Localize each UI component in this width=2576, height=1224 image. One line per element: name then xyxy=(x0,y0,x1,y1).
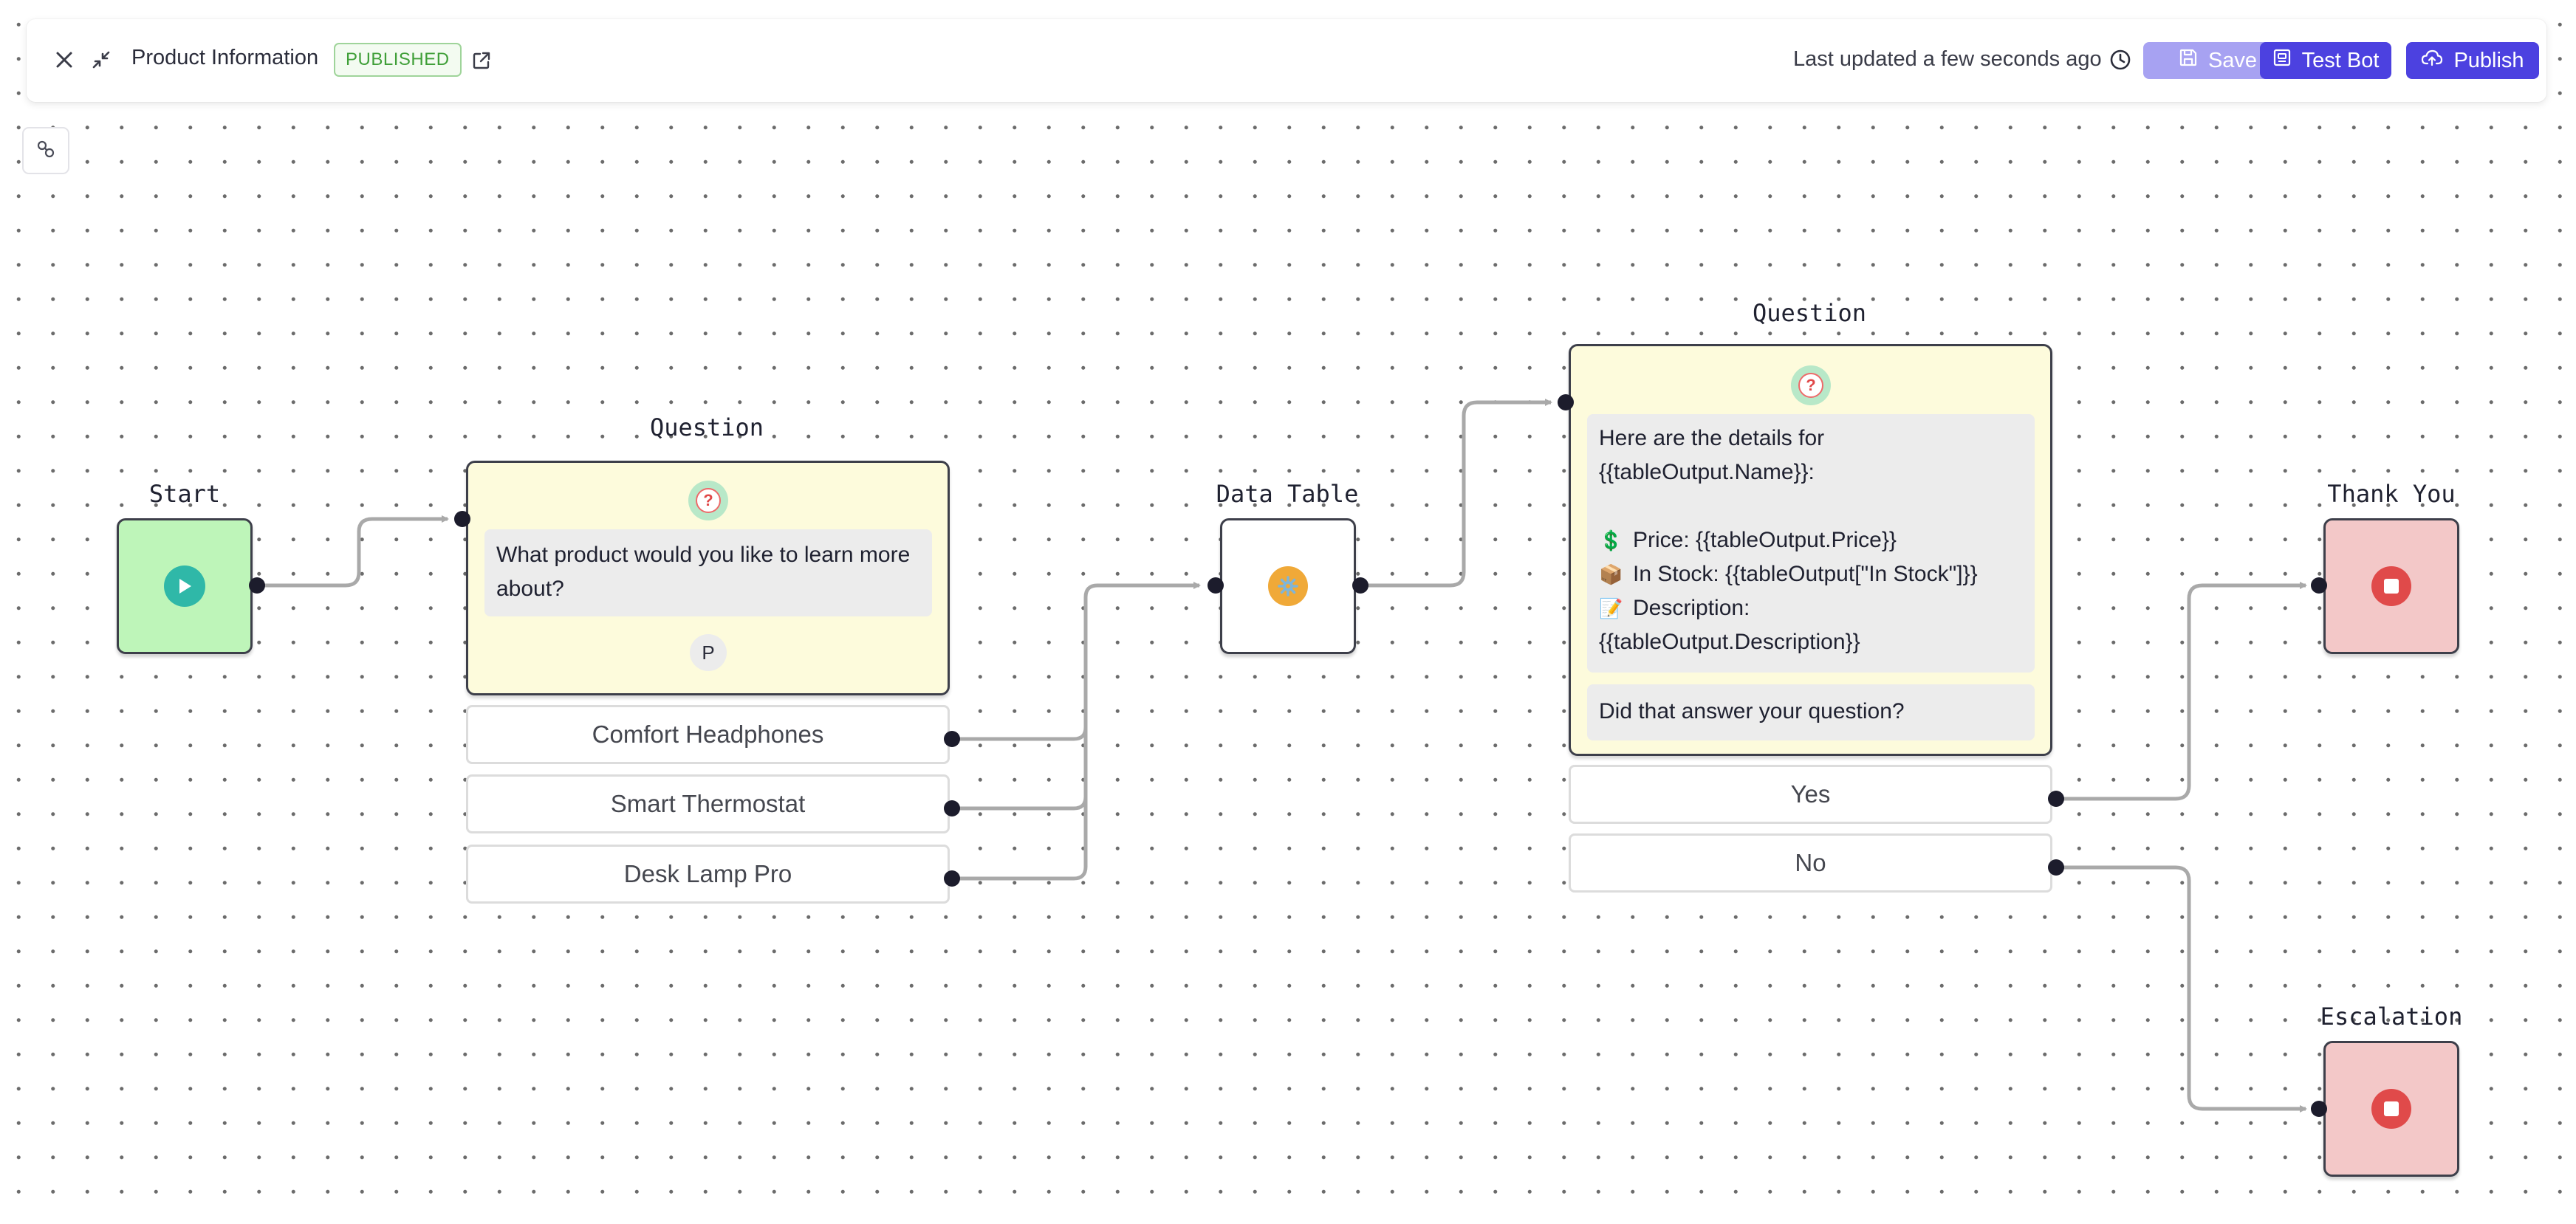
gear-icon xyxy=(1268,566,1308,606)
variable-badge: P xyxy=(690,634,727,671)
option-headphones-handle[interactable] xyxy=(944,731,960,747)
test-bot-button-label: Test Bot xyxy=(2301,48,2380,72)
escalation-node-label: Escalation xyxy=(2320,1003,2463,1031)
option-comfort-headphones[interactable]: Comfort Headphones xyxy=(466,705,950,764)
question2-prompt: Did that answer your question? xyxy=(1587,684,2035,740)
option-smart-thermostat[interactable]: Smart Thermostat xyxy=(466,774,950,833)
start-node[interactable] xyxy=(117,518,253,654)
price-line: Price: {{tableOutput.Price}} xyxy=(1633,528,1897,552)
option-no[interactable]: No xyxy=(1569,833,2052,893)
escalation-node[interactable] xyxy=(2323,1041,2459,1177)
top-bar: Product Information PUBLISHED Last updat… xyxy=(27,19,2546,102)
edge-headphones-datatable xyxy=(953,582,1201,741)
edge-yes-thankyou xyxy=(2059,582,2307,801)
flow-title: Product Information xyxy=(131,46,319,69)
question-icon: ? xyxy=(688,481,728,520)
option-desk-lamp-pro[interactable]: Desk Lamp Pro xyxy=(466,845,950,904)
close-icon[interactable] xyxy=(53,49,75,71)
data-table-node-label: Data Table xyxy=(1216,480,1359,508)
question1-node[interactable]: ? What product would you like to learn m… xyxy=(466,461,950,695)
data-table-input-handle[interactable] xyxy=(1208,577,1224,594)
thank-you-input-handle[interactable] xyxy=(2311,577,2327,594)
question1-input-handle[interactable] xyxy=(454,511,470,527)
stop-icon xyxy=(2371,1089,2411,1129)
data-table-node[interactable] xyxy=(1220,518,1356,654)
stop-icon xyxy=(2371,566,2411,606)
cloud-upload-icon xyxy=(2421,48,2443,73)
edge-thermostat-datatable xyxy=(953,597,1088,811)
description-label: Description: xyxy=(1633,596,1750,620)
question2-details: Here are the details for {{tableOutput.N… xyxy=(1587,414,2035,673)
publish-button[interactable]: Publish xyxy=(2406,42,2539,79)
details-heading-line1: Here are the details for xyxy=(1599,426,1825,450)
details-heading-line2: {{tableOutput.Name}}: xyxy=(1599,460,1815,484)
status-badge: PUBLISHED xyxy=(334,43,462,77)
last-updated-text: Last updated a few seconds ago xyxy=(1793,47,2102,71)
thank-you-node[interactable] xyxy=(2323,518,2459,654)
fit-view-icon xyxy=(34,137,58,165)
edge-start-question1 xyxy=(258,515,449,588)
option-desklamp-handle[interactable] xyxy=(944,870,960,887)
edge-datatable-question2 xyxy=(1362,399,1552,588)
save-icon xyxy=(2179,48,2198,73)
data-table-output-handle[interactable] xyxy=(1352,577,1368,594)
test-bot-button[interactable]: Test Bot xyxy=(2260,42,2391,79)
bot-icon xyxy=(2272,48,2292,73)
dollar-icon: 💲 xyxy=(1599,529,1623,551)
external-link-icon[interactable] xyxy=(470,49,493,72)
edge-no-escalation xyxy=(2059,865,2307,1113)
thank-you-node-label: Thank You xyxy=(2327,480,2456,508)
play-icon xyxy=(164,565,205,607)
question2-node[interactable]: ? Here are the details for {{tableOutput… xyxy=(1569,344,2052,756)
option-yes-handle[interactable] xyxy=(2048,791,2064,807)
publish-button-label: Publish xyxy=(2453,48,2524,72)
escalation-input-handle[interactable] xyxy=(2311,1101,2327,1117)
fit-view-button[interactable] xyxy=(22,127,69,174)
question1-text: What product would you like to learn mor… xyxy=(484,529,932,616)
start-output-handle[interactable] xyxy=(249,577,265,594)
package-icon: 📦 xyxy=(1599,563,1623,585)
edge-desklamp-datatable xyxy=(953,597,1088,881)
question-icon: ? xyxy=(1791,365,1831,405)
memo-icon: 📝 xyxy=(1599,597,1623,619)
stock-line: In Stock: {{tableOutput["In Stock"]}} xyxy=(1633,562,1978,586)
option-no-handle[interactable] xyxy=(2048,859,2064,876)
question2-input-handle[interactable] xyxy=(1558,394,1574,410)
collapse-icon[interactable] xyxy=(90,49,112,71)
question2-node-label: Question xyxy=(1752,299,1867,327)
save-button-label: Save xyxy=(2207,48,2258,72)
question1-node-label: Question xyxy=(649,413,764,441)
option-thermostat-handle[interactable] xyxy=(944,800,960,816)
option-yes[interactable]: Yes xyxy=(1569,765,2052,824)
clock-icon[interactable] xyxy=(2108,47,2133,72)
description-value: {{tableOutput.Description}} xyxy=(1599,630,1860,654)
start-node-label: Start xyxy=(148,480,221,508)
